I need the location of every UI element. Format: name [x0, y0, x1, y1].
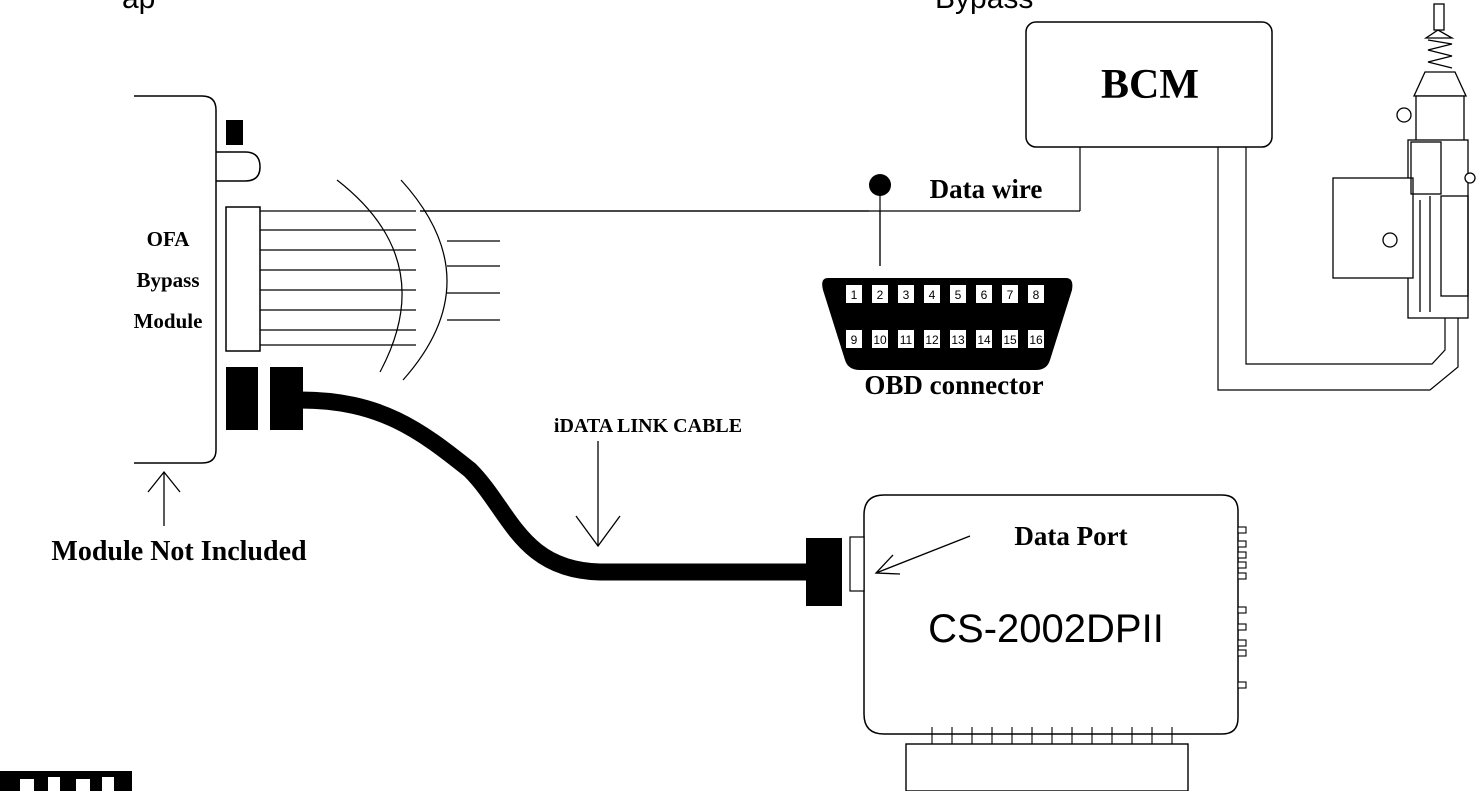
obd-pin-contact: [1018, 287, 1024, 301]
idatalink-port-on-module: [226, 367, 258, 430]
actuator-wires: [1217, 147, 1459, 391]
obd-pin-cell: [924, 330, 940, 348]
wire-harness: [260, 179, 500, 381]
ofa-bypass-module: [134, 95, 261, 464]
module-not-included-label: Module Not Included: [51, 536, 307, 567]
door-lock-actuator-icon: [1332, 3, 1476, 319]
obd-pin-number: 6: [981, 288, 988, 302]
obd-pin-cell: [1002, 285, 1018, 303]
module-tab: [226, 120, 243, 145]
obd-pin-number: 9: [851, 333, 858, 347]
obd-pin-cell: [924, 285, 940, 303]
obd-connector-label: OBD connector: [864, 370, 1043, 400]
obd-pin-number: 10: [873, 333, 887, 347]
cropped-top-text-right: Bypass: [935, 0, 1033, 15]
data-wire-label: Data wire: [930, 174, 1043, 204]
cropped-top-text: ap: [122, 0, 155, 15]
obd-pin-contact: [966, 332, 972, 346]
idatalink-cable-label: iDATA LINK CABLE: [554, 415, 742, 437]
data-port-arrow: [874, 535, 971, 575]
obd-pin-contact: [914, 287, 920, 301]
module-label-line1: OFA: [147, 227, 191, 251]
obd-pin-contact: [992, 287, 998, 301]
obd-pin-contact: [940, 287, 946, 301]
obd-pin-number: 11: [900, 333, 913, 347]
obd-pin-number: 2: [877, 288, 884, 302]
obd-pin-cell: [872, 330, 888, 348]
obd-pin-contact: [1044, 332, 1050, 346]
obd-pin-number: 14: [977, 333, 991, 347]
obd-pin-number: 13: [951, 333, 965, 347]
obd-pin-contact: [992, 332, 998, 346]
obd-pin-cell: [872, 285, 888, 303]
module-label-line2: Bypass: [136, 268, 199, 292]
obd-pin-cell: [846, 285, 862, 303]
obd-pin-number: 7: [1007, 288, 1014, 302]
obd-pin-number: 8: [1033, 288, 1040, 302]
obd-pin-contact: [1044, 287, 1050, 301]
obd-pin-contact: [888, 287, 894, 301]
brand-logo-fragment: [0, 771, 132, 791]
obd-pin-contact: [1018, 332, 1024, 346]
cs-unit-label: CS-2002DPII: [928, 607, 1164, 651]
obd-pin-cell: [976, 330, 992, 348]
obd-pin-cell: [898, 285, 914, 303]
harness-break-right: [400, 179, 448, 381]
obd-pins-top-row: 1 2 3 4 5 6 7 8: [846, 285, 1050, 303]
bcm-box: [1025, 21, 1273, 148]
obd-pin-number: 15: [1003, 333, 1017, 347]
bottom-connector-pins: [931, 727, 1173, 744]
cs-2002dpii-unit: [849, 494, 1247, 791]
cable-plug-data-port-end: [806, 538, 842, 606]
obd-pin-number: 4: [929, 288, 936, 302]
obd-pin-cell: [898, 330, 914, 348]
obd-pin-cell: [1002, 330, 1018, 348]
obd-pins-bottom-row: 9 10 11 12 13 14 15 16: [846, 330, 1050, 348]
obd-pin-cell: [950, 330, 966, 348]
module-label-line3: Module: [134, 309, 203, 333]
module-pointer-arrow: [147, 470, 181, 526]
obd-pin-number: 12: [925, 333, 939, 347]
obd-pin-contact: [888, 332, 894, 346]
obd-pin-cell: [976, 285, 992, 303]
side-terminals: [1237, 526, 1247, 689]
obd-pin-cell: [950, 285, 966, 303]
harness-break-left: [336, 179, 403, 373]
wire-connector-housing: [225, 206, 261, 352]
obd-pin-number: 1: [851, 288, 858, 302]
bottom-connector: [905, 743, 1189, 791]
data-port: [849, 536, 865, 592]
obd-pin-contact: [862, 332, 868, 346]
obd-pin-contact: [914, 332, 920, 346]
obd-pin-number: 5: [955, 288, 962, 302]
data-wire: [420, 147, 1081, 266]
module-body-outline: [134, 95, 217, 464]
obd-pin-cell: [1028, 285, 1044, 303]
obd-pin-contact: [862, 287, 868, 301]
idatalink-cable: [299, 391, 808, 581]
module-clip: [216, 151, 261, 182]
obd-pin-number: 3: [903, 288, 910, 302]
cable-pointer-arrow: [575, 441, 621, 548]
bcm-label: BCM: [1101, 62, 1199, 108]
obd-pin-cell: [1028, 330, 1044, 348]
obd-pin-number: 16: [1029, 333, 1043, 347]
obd-pin-contact: [940, 332, 946, 346]
cable-plug-module-end: [270, 367, 303, 430]
obd-pin-contact: [966, 287, 972, 301]
obd-pin-cell: [846, 330, 862, 348]
data-port-label: Data Port: [1014, 521, 1127, 551]
